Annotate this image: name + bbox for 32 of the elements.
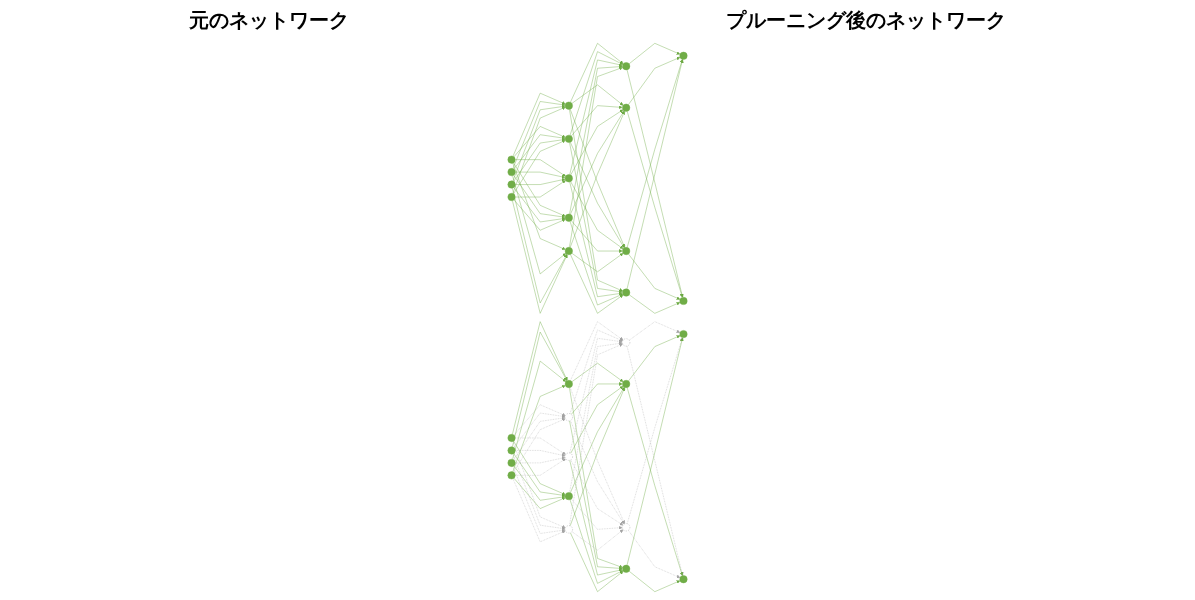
node-circle [622, 103, 631, 112]
node-circle [622, 247, 631, 255]
node-circle [564, 101, 573, 110]
node-circle [564, 247, 573, 255]
network-title: プルーニング後のネットワーク [726, 6, 1007, 34]
node-circle [507, 155, 516, 164]
node-circle [507, 471, 516, 480]
node-circle [507, 458, 516, 467]
node-circle [507, 180, 516, 189]
node-circle [622, 62, 631, 71]
node-circle [507, 434, 516, 442]
node-circle [507, 446, 516, 455]
node-circle [564, 525, 573, 534]
node-circle [622, 564, 631, 573]
node-circle [679, 330, 688, 339]
node-circle [564, 213, 573, 222]
node-circle [679, 575, 688, 584]
node-circle [679, 51, 688, 60]
node-circle [622, 380, 631, 388]
node-circle [679, 296, 688, 305]
network-title: 元のネットワーク [188, 6, 349, 34]
node-circle [564, 492, 573, 501]
node-circle [564, 380, 573, 388]
node-circle [564, 134, 573, 143]
node-circle [622, 523, 631, 532]
node-circle [622, 338, 631, 347]
node-circle [564, 174, 573, 183]
node-circle [564, 413, 573, 422]
node-circle [564, 452, 573, 461]
node-circle [507, 193, 516, 201]
node-circle [507, 168, 516, 177]
node-circle [622, 288, 631, 297]
